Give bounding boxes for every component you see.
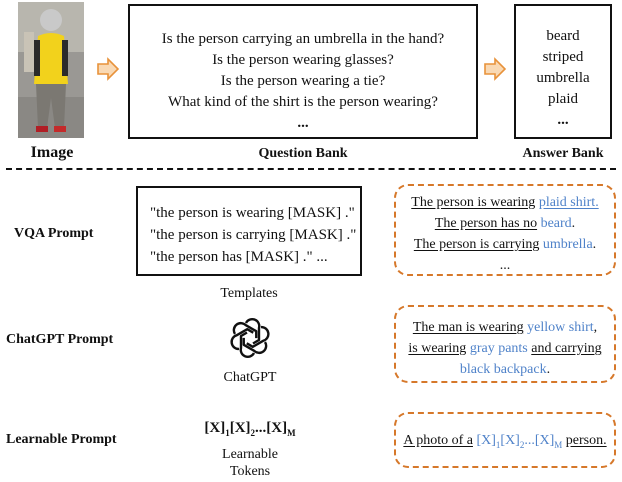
chatgpt-prompt-label: ChatGPT Prompt (6, 332, 114, 347)
learnable-tokens-formula: [X]1[X]2...[X]M (204, 420, 296, 438)
answer-item: striped (542, 49, 584, 65)
question-item: Is the person carrying an umbrella in th… (161, 31, 445, 47)
vqa-prompt-label: VQA Prompt (14, 226, 94, 241)
learnable-output-box: A photo of a [X]1[X]2...[X]M person. (394, 412, 616, 468)
chatgpt-output-line: black backpack. (459, 362, 551, 377)
arrow-right-icon (484, 57, 507, 81)
person-photo (18, 2, 84, 138)
chatgpt-output-box: The man is wearing yellow shirt, is wear… (394, 305, 616, 383)
template-item: "the person is carrying [MASK] ." (150, 227, 357, 243)
question-item: Is the person wearing a tie? (220, 73, 386, 89)
image-label: Image (30, 144, 74, 161)
learnable-prompt-label: Learnable Prompt (6, 432, 117, 447)
vqa-output-line: The person has no beard. (434, 216, 576, 231)
learnable-caption: Learnable Tokens (222, 447, 278, 479)
templates-label: Templates (220, 286, 278, 301)
question-item: What kind of the shirt is the person wea… (168, 94, 438, 110)
answer-ellipsis: ... (557, 112, 569, 128)
chatgpt-caption: ChatGPT (223, 370, 277, 385)
vqa-output-line: The person is wearing plaid shirt. (411, 195, 599, 210)
answer-bank-label: Answer Bank (522, 146, 604, 161)
template-item: "the person has [MASK] ." ... (150, 249, 328, 265)
question-bank-box: Is the person carrying an umbrella in th… (128, 4, 478, 139)
section-divider (6, 168, 616, 170)
arrow-right-icon (97, 57, 120, 81)
chatgpt-output-line: The man is wearing yellow shirt, (412, 320, 598, 335)
vqa-output-line: The person is carrying umbrella. (413, 237, 597, 252)
answer-item: beard (546, 28, 580, 44)
question-ellipsis: ... (297, 115, 309, 131)
vqa-output-box: The person is wearing plaid shirt. The p… (394, 184, 616, 276)
answer-item: umbrella (536, 70, 590, 86)
templates-box: "the person is wearing [MASK] ." "the pe… (136, 186, 362, 276)
question-item: Is the person wearing glasses? (212, 52, 394, 68)
person-image (18, 2, 84, 138)
learnable-token-sequence: [X]1[X]2...[X]M (476, 433, 563, 450)
vqa-output-ellipsis: ... (499, 258, 511, 273)
question-bank-label: Question Bank (258, 146, 348, 161)
answer-item: plaid (548, 91, 578, 107)
chatgpt-output-line: is wearing gray pants and carrying (408, 341, 602, 356)
template-item: "the person is wearing [MASK] ." (150, 205, 355, 221)
chatgpt-logo-icon (230, 317, 270, 359)
answer-bank-box: beard striped umbrella plaid ... (514, 4, 612, 139)
